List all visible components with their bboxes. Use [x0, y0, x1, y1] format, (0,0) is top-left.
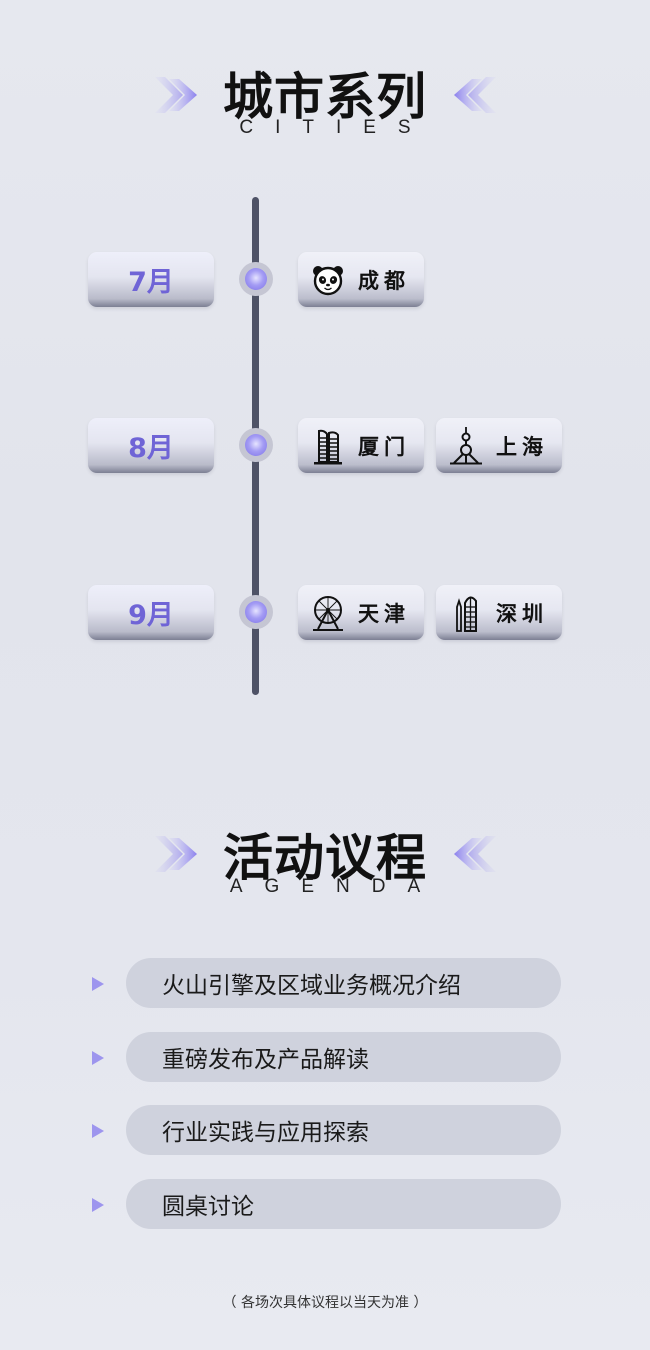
cities-title: 城市系列: [223, 68, 427, 126]
agenda-item: 火山引擎及区域业务概况介绍: [126, 958, 561, 1008]
city-name: 深圳: [496, 601, 548, 626]
city-xiamen[interactable]: 厦门: [298, 418, 424, 473]
chevron-left-icon: [454, 836, 496, 872]
city-name: 成都: [358, 268, 410, 293]
city-shanghai[interactable]: 上海: [436, 418, 562, 473]
chevron-left-icon: [454, 77, 496, 113]
timeline-node: [239, 262, 273, 296]
ferris-wheel-icon: [313, 595, 343, 631]
agenda-item: 行业实践与应用探索: [126, 1105, 561, 1155]
triangle-bullet-icon: [92, 1051, 104, 1065]
city-name: 厦门: [358, 434, 410, 459]
triangle-bullet-icon: [92, 977, 104, 991]
twin-towers-icon: [314, 429, 342, 464]
cities-subtitle: CITIES: [239, 117, 433, 138]
agenda-item: 圆桌讨论: [126, 1179, 561, 1229]
agenda-header: 活动议程 AGENDA: [0, 818, 650, 908]
cities-header: 城市系列 CITIES: [0, 55, 650, 145]
agenda-note: （ 各场次具体议程以当天为准 ）: [222, 1295, 428, 1311]
panda-icon: [313, 265, 343, 295]
city-chengdu[interactable]: 成都: [298, 252, 424, 307]
city-name: 天津: [358, 601, 410, 626]
oriental-pearl-tower-icon: [450, 426, 482, 464]
city-shenzhen[interactable]: 深圳: [436, 585, 562, 640]
month-label-september: 9月: [88, 585, 214, 640]
month-label-august: 8月: [88, 418, 214, 473]
city-tianjin[interactable]: 天津: [298, 585, 424, 640]
chevron-right-icon: [155, 77, 197, 113]
month-label-july: 7月: [88, 252, 214, 307]
timeline-node: [239, 595, 273, 629]
city-name: 上海: [496, 434, 548, 459]
triangle-bullet-icon: [92, 1198, 104, 1212]
chevron-right-icon: [155, 836, 197, 872]
skyscraper-icon: [456, 596, 477, 632]
triangle-bullet-icon: [92, 1124, 104, 1138]
agenda-title: 活动议程: [223, 829, 427, 887]
timeline-node: [239, 428, 273, 462]
agenda-item: 重磅发布及产品解读: [126, 1032, 561, 1082]
agenda-subtitle: AGENDA: [229, 876, 443, 897]
